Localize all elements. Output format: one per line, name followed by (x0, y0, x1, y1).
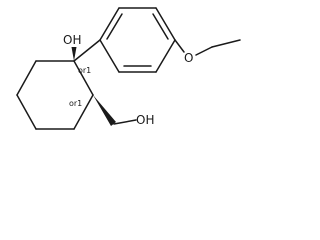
stereo-label-c2: or1 (69, 99, 82, 108)
wedge-bond-c1-oh (71, 47, 77, 61)
bond-ch2-oh (113, 119, 137, 125)
bond-o-ch3 (195, 46, 213, 56)
stereo-label-c1: or1 (78, 66, 91, 75)
ring-bond-c6-c5 (16, 60, 37, 96)
ring-bond-c3-c2 (73, 94, 94, 130)
ring-bond-c5-c4 (16, 94, 37, 130)
cyclohexane-ring (16, 60, 94, 130)
ring-bond-c2-c1 (73, 60, 94, 96)
benzene-bond-3 (155, 7, 176, 41)
hydroxyl-label-top: OH (63, 33, 81, 47)
benzene-double-1 (106, 13, 123, 40)
bond-c1-aryl (73, 39, 101, 62)
benzene-ring (99, 7, 176, 73)
benzene-bond-1 (99, 7, 120, 41)
wedge-bond-c2-ch2 (93, 95, 116, 126)
methoxy-oxygen-label: O (184, 51, 193, 65)
benzene-bond-4 (155, 39, 176, 73)
benzene-double-2 (152, 13, 169, 40)
benzene-bond-6 (99, 39, 120, 73)
bond-aryl-o (174, 39, 185, 53)
bond-ch3-terminal (211, 39, 241, 48)
structure-diagram: OH OH O or1 or1 (16, 7, 241, 130)
hydroxyl-label-side: OH (136, 113, 154, 127)
